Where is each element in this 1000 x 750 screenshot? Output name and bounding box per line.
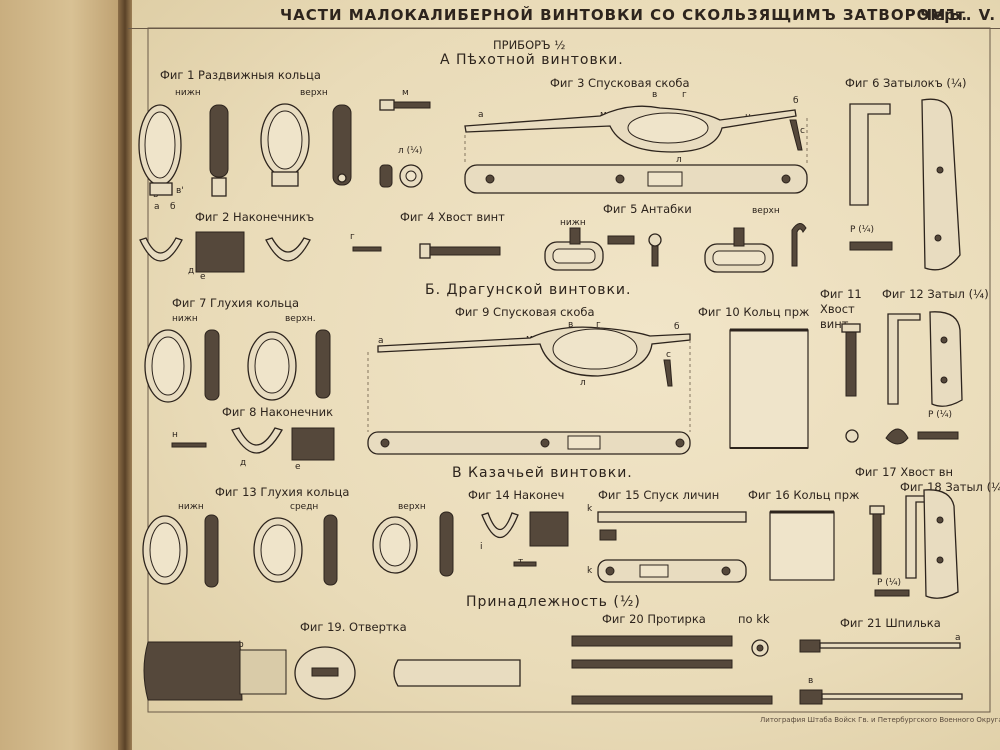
fig12-butt-plate-drawing: [885, 311, 963, 445]
letter-a-fig9: а: [378, 336, 384, 346]
fig15-trigger-plate-drawing: [597, 511, 747, 583]
letter-e-fig8: е: [295, 462, 301, 472]
letter-e-fig2: е: [200, 272, 206, 282]
fig14-nose-cap-drawing: [481, 511, 569, 567]
fig13-rings-drawing: [142, 511, 454, 588]
letter-g-fig4: г: [350, 232, 355, 242]
plate-title: ЧАСТИ МАЛОКАЛИБЕРНОЙ ВИНТОВКИ СО СКОЛЬЗЯ…: [280, 6, 969, 24]
fig8-nose-cap-drawing: [171, 427, 335, 461]
fig7-rings-drawing: [144, 329, 331, 403]
letter-i-fig14: i: [480, 542, 483, 552]
fig16-ring-spring-drawing: [769, 510, 835, 581]
letter-a-fig1: а: [154, 202, 160, 212]
book-spine: [118, 0, 132, 750]
fig12-caption: Фиг 12 Затыл (¼): [882, 287, 989, 301]
fig1-upper-ring-drawing: [260, 103, 352, 187]
fig19-caption: Фиг 19. Отвертка: [300, 620, 407, 634]
fig5-lower-label: нижн: [560, 218, 586, 228]
fig14-caption: Фиг 14 Наконеч: [468, 488, 565, 502]
fig17-tail-screw-drawing: [869, 505, 910, 597]
fig20-cleaning-rod-drawing: [571, 635, 773, 705]
fig2-caption: Фиг 2 Наконечникъ: [195, 210, 315, 224]
fig9-caption: Фиг 9 Спусковая скоба: [455, 305, 595, 319]
section-v-heading: В Казачьей винтовки.: [452, 465, 633, 481]
scale-note: ПРИБОРЪ ½: [493, 38, 566, 52]
fig11-caption: Фиг 11 Хвост винт: [820, 287, 862, 331]
fig19-screwdriver-drawing: [143, 641, 521, 701]
fig18-butt-plate-drawing: [905, 489, 959, 599]
fig13-caption: Фиг 13 Глухия кольца: [215, 485, 350, 499]
letter-v-fig3: в: [652, 90, 658, 100]
letter-d-fig8: д: [240, 458, 247, 468]
fig9-trigger-guard-drawing: [367, 326, 691, 455]
letter-p-scale-fig17: Р (¼): [877, 578, 902, 588]
fig5-swivels-drawing: [544, 223, 807, 273]
fig17-caption: Фиг 17 Хвост вн: [855, 465, 954, 479]
letter-s-fig9: с: [666, 350, 671, 360]
fig21-caption: Фиг 21 Шпилька: [840, 616, 941, 630]
accessories-heading: Принадлежность (½): [466, 594, 641, 610]
letter-l-scale: л (¼): [398, 146, 423, 156]
letter-a-fig3: а: [478, 110, 484, 120]
fig7-caption: Фиг 7 Глухия кольца: [172, 296, 300, 310]
letter-d-fig2: д: [188, 266, 195, 276]
letter-k2-fig15: k: [587, 566, 593, 576]
letter-l-fig9: л: [580, 378, 586, 388]
fig21-pin-drawing: [799, 639, 963, 705]
printer-imprint: Литография Штаба Войск Гв. и Петербургск…: [760, 716, 1000, 724]
section-a-heading: А Пѣхотной винтовки.: [440, 52, 624, 68]
fig15-caption: Фиг 15 Спуск личин: [598, 488, 720, 502]
sheet-label: Черт. V.: [920, 6, 997, 24]
letter-v-fig21: в: [808, 676, 814, 686]
fig6-caption: Фиг 6 Затылокъ (¼): [845, 76, 967, 90]
fig5-upper-label: верхн: [752, 206, 780, 216]
fig-m-screw-drawing: [379, 99, 431, 111]
letter-p-scale-fig12: Р (¼): [928, 410, 953, 420]
fig1-upper-label: верхн: [300, 88, 328, 98]
fig7-lower-label: нижн: [172, 314, 198, 324]
letter-a-fig21: а: [955, 633, 961, 643]
letter-n-fig8: н: [172, 430, 178, 440]
letter-m-fig-m: м: [402, 88, 409, 98]
letter-k-fig15: k: [587, 504, 593, 514]
fig7-upper-label: верхн.: [285, 314, 316, 324]
fig10-caption: Фиг 10 Кольц прж: [698, 305, 810, 319]
letter-l-fig3: л: [676, 155, 682, 165]
letter-s-fig3: с: [800, 126, 805, 136]
letter-g-fig9: г: [596, 320, 601, 330]
fig13-lower-label: нижн: [178, 502, 204, 512]
letter-g-fig3: г: [682, 90, 687, 100]
fig4-caption: Фиг 4 Хвост винт: [400, 210, 505, 224]
fig1-lower-label: нижн: [175, 88, 201, 98]
fig2-nose-cap-drawing: [139, 231, 382, 273]
fig3-trigger-guard-drawing: [464, 105, 808, 194]
fig4-tail-screw-drawing: [419, 243, 501, 259]
letter-vp-fig1: в': [176, 186, 184, 196]
fig1-caption: Фиг 1 Раздвижныя кольца: [160, 68, 321, 82]
letter-p-scale-fig6: Р (¼): [850, 225, 875, 235]
letter-b-fig9: б: [674, 322, 680, 332]
fig20-caption: Фиг 20 Протирка: [602, 612, 706, 626]
letter-b-fig3: б: [793, 96, 799, 106]
fig1-lower-ring-drawing: [138, 104, 229, 197]
fig13-middle-label: средн: [290, 502, 319, 512]
fig20-note: по kk: [738, 612, 770, 626]
fig13-upper-label: верхн: [398, 502, 426, 512]
fig8-caption: Фиг 8 Наконечник: [222, 405, 334, 419]
section-b-heading: Б. Драгунской винтовки.: [425, 282, 632, 298]
letter-v-fig9: в: [568, 320, 574, 330]
left-book-page: [0, 0, 130, 750]
fig6-butt-plate-drawing: [849, 98, 961, 271]
fig10-ring-spring-drawing: [729, 328, 809, 449]
fig3-caption: Фиг 3 Спусковая скоба: [550, 76, 690, 90]
letter-b-fig1: б: [170, 202, 176, 212]
fig11-tail-screw-drawing: [841, 323, 861, 443]
fig-l-nut-drawing: [379, 164, 423, 188]
fig5-caption: Фиг 5 Антабки: [603, 202, 692, 216]
fig16-caption: Фиг 16 Кольц прж: [748, 488, 860, 502]
